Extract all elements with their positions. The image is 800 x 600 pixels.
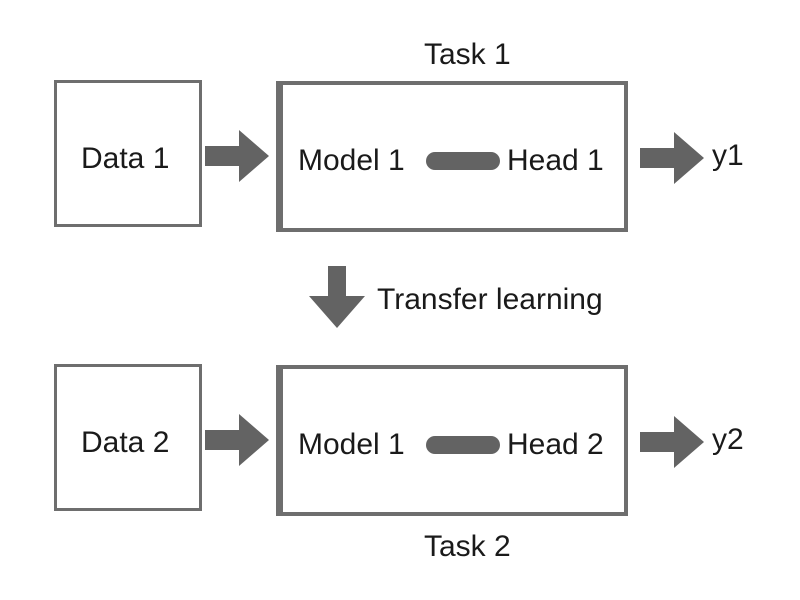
task2-box: Model 1 Head 2 xyxy=(276,365,628,516)
task1-box: Model 1 Head 1 xyxy=(276,81,628,232)
data1-label: Data 1 xyxy=(81,142,170,175)
task1-title: Task 1 xyxy=(424,38,511,71)
task2-head-label: Head 2 xyxy=(507,428,604,461)
arrow-right-icon xyxy=(640,132,704,184)
data1-box: Data 1 xyxy=(54,80,202,227)
arrow-right-icon xyxy=(205,414,269,466)
task2-connector xyxy=(426,436,500,454)
arrow-right-icon xyxy=(640,416,704,468)
data2-box: Data 2 xyxy=(54,364,202,511)
task2-model-label: Model 1 xyxy=(298,428,405,461)
arrow-right-icon xyxy=(205,130,269,182)
task2-title: Task 2 xyxy=(424,530,511,563)
task1-head-label: Head 1 xyxy=(507,144,604,177)
arrow-down-icon xyxy=(309,266,365,328)
transfer-label: Transfer learning xyxy=(377,283,603,316)
task1-output-label: y1 xyxy=(712,139,744,172)
task1-model-label: Model 1 xyxy=(298,144,405,177)
task2-output-label: y2 xyxy=(712,423,744,456)
data2-label: Data 2 xyxy=(81,426,170,459)
task1-connector xyxy=(426,152,500,170)
